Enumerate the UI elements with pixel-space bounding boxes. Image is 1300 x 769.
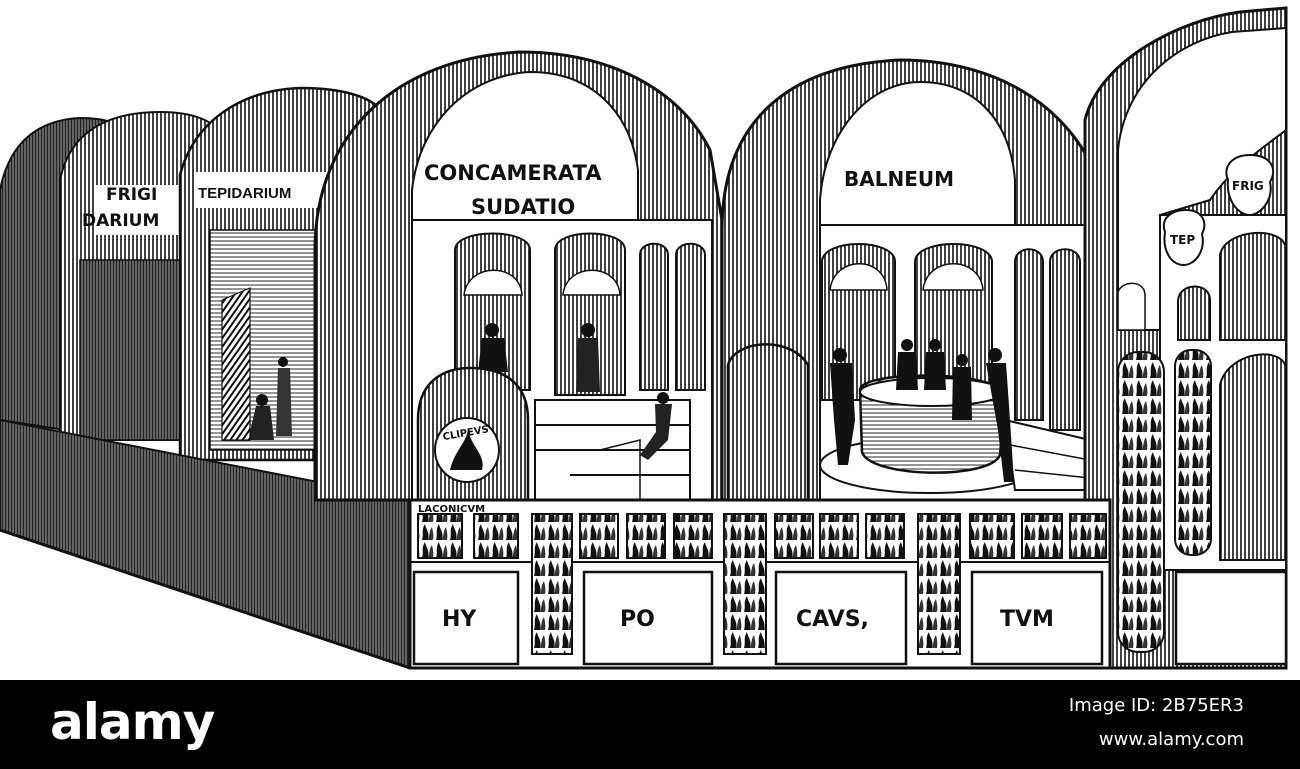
label-laconicum: LACONICVM	[418, 504, 485, 515]
label-balneum: BALNEUM	[844, 167, 954, 191]
furnace-section	[1083, 6, 1288, 670]
roman-baths-engraving: FRIGI DARIUM TEPIDARIUM CONCAMERATA SUDA…	[0, 6, 1288, 670]
label-hypocaust-2: PO	[620, 607, 655, 632]
chamber-labels: FRIGI DARIUM TEPIDARIUM CONCAMERATA SUDA…	[82, 161, 1264, 632]
label-sudatio: SUDATIO	[471, 195, 575, 219]
alamy-logo: alamy	[50, 693, 215, 751]
label-frigidarium-line2: DARIUM	[82, 211, 159, 231]
concamerata-sudatio-chamber	[313, 50, 724, 502]
balneum-chamber	[720, 58, 1107, 502]
label-hypocaust-3: CAVS,	[796, 607, 869, 632]
hypocaust	[408, 498, 1288, 670]
site-url-text[interactable]: www.alamy.com	[1098, 729, 1244, 750]
image-id-text: Image ID: 2B75ER3	[1068, 695, 1244, 716]
label-vessel-tep: TEP	[1170, 233, 1195, 247]
label-concamerata: CONCAMERATA	[424, 161, 602, 185]
label-frigidarium-line1: FRIGI	[106, 185, 157, 205]
watermark-footer: alamy Image ID: 2B75ER3 www.alamy.com	[0, 680, 1300, 769]
label-vessel-frig: FRIG	[1232, 179, 1264, 193]
label-hypocaust-1: HY	[442, 607, 477, 632]
label-tepidarium: TEPIDARIUM	[198, 185, 291, 202]
label-hypocaust-4: TVM	[1000, 607, 1054, 632]
